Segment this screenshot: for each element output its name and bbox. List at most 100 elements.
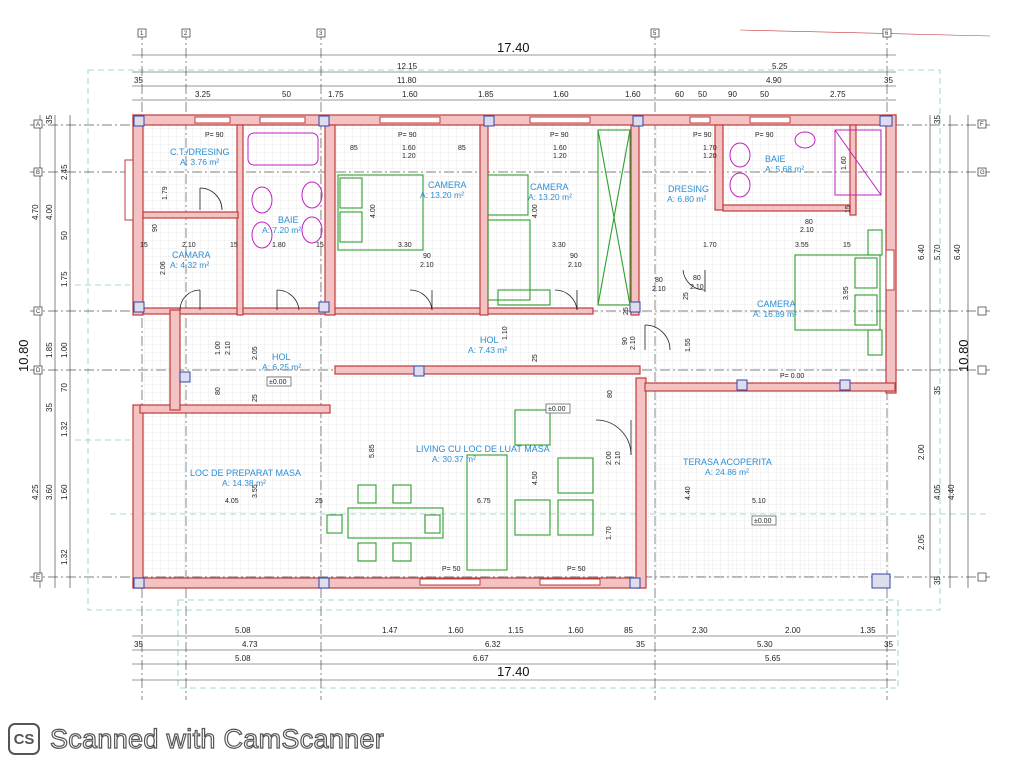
dim-text: 6.40 [953,244,962,260]
dim-text: 6.32 [485,640,501,649]
dim-text: 35 [884,640,893,649]
total-depth-right: 10.80 [956,339,971,372]
dim-text: 5.25 [772,62,788,71]
dim-text: 2.00 [917,444,926,460]
room-name: HOL [480,335,499,345]
room-area: A: 4.32 m² [170,260,209,270]
grid-label: D [36,368,41,374]
camscanner-logo-icon: CS [8,723,40,755]
dim-text: 5.08 [235,654,251,663]
level-value: ±0.00 [754,518,772,525]
dim-text: 90 [152,224,159,232]
dim-text: P= 90 [205,132,224,139]
dim-text: 2.10 [800,227,814,234]
room-name: HOL [272,352,291,362]
dim-text: 15 [843,242,851,249]
dim-text: P= 90 [550,132,569,139]
dim-text: 5.08 [235,626,251,635]
dim-text: 85 [458,145,466,152]
dim-text: 5.85 [369,444,376,458]
dim-text: 4.70 [31,204,40,220]
grid-marker-labels: 1 2 3 5 6 A B C D E F G [36,31,985,581]
dim-text: 4.25 [31,484,40,500]
dim-text: 2.10 [615,451,622,465]
dim-text: 90 [622,337,629,345]
watermark-text: Scanned with CamScanner [49,723,385,754]
dim-text: 15 [140,242,148,249]
grid-label: 3 [319,31,323,37]
dim-text: P= 50 [567,566,586,573]
dim-text: 2.10 [690,284,704,291]
dim-text: 2.10 [568,262,582,269]
dim-text: 4.40 [685,486,692,500]
dim-text: P= 50 [442,566,461,573]
dim-text: 35 [636,640,645,649]
room-area: A: 7.43 m² [468,345,507,355]
dim-text: 50 [60,231,69,240]
grid-label: A [36,122,40,128]
room-name: TERASA ACOPERITA [683,457,772,467]
dim-text: 3.95 [843,286,850,300]
dim-text: 35 [45,115,54,124]
dim-text: 12.15 [397,62,418,71]
dim-text: 3.25 [195,90,211,99]
dim-text: 80 [607,390,614,398]
dim-text: 2.00 [606,451,613,465]
dim-text: 1.60 [625,90,641,99]
room-name: CAMERA [757,299,796,309]
dim-text: 25 [252,394,259,402]
dim-text: 1.60 [568,626,584,635]
dim-text: 25 [623,307,630,315]
dim-text: 2.10 [420,262,434,269]
dim-text: 4.00 [370,204,377,218]
room-name: LOC DE PREPARAT MASA [190,468,301,478]
dim-text: 2.00 [785,626,801,635]
inner-dimensions: P= 90 P= 90 P= 90 P= 90 P= 90 85 1.60 1.… [140,132,852,573]
dim-text: 35 [134,640,143,649]
grid-markers [33,28,987,582]
dim-text: 1.75 [60,271,69,287]
dim-text: P= 90 [693,132,712,139]
left-dimensions: 35 2.45 4.70 4.00 50 1.75 1.00 1.85 70 3… [31,115,69,565]
room-area: A: 6.80 m² [667,194,706,204]
room-name: BAIE [765,154,786,164]
columns [133,115,893,589]
dim-text: P= 90 [398,132,417,139]
dim-text: 90 [570,253,578,260]
level-value: ±0.00 [269,379,287,386]
dim-text: 6.40 [917,244,926,260]
dim-text: 2.75 [830,90,846,99]
dim-text: 85 [350,145,358,152]
dim-text: 1.60 [553,145,567,152]
dim-text: 1.00 [60,342,69,358]
level-markers: ±0.00 ±0.00 ±0.00 [266,376,777,526]
dim-text: 35 [933,115,942,124]
dim-text: 35 [933,386,942,395]
dim-text: 4.05 [225,498,239,505]
room-area: A: 30.37 m² [432,454,476,464]
grid-label: 2 [184,31,188,37]
grid-label: C [36,309,41,315]
dim-text: 5.10 [752,498,766,505]
dim-text: 2.06 [160,261,167,275]
room-area: A: 5.68 m² [765,164,804,174]
dim-text: 11.80 [397,76,417,85]
dim-text: 1.20 [553,153,567,160]
dim-text: 3.60 [45,484,54,500]
dim-text: 1.60 [402,90,418,99]
room-name: CAMARA [172,250,211,260]
dim-text: 3.30 [552,242,566,249]
dim-text: 4.73 [242,640,258,649]
dim-text: 2.10 [652,286,666,293]
total-width-bottom: 17.40 [497,664,530,679]
dim-text: 15 [230,242,238,249]
dim-text: 1.10 [502,326,509,340]
total-width-top: 17.40 [497,40,530,55]
dim-text: 2.45 [60,164,69,180]
dim-text: 50 [698,90,707,99]
dim-text: 35 [134,76,143,85]
dim-text: 1.70 [703,145,717,152]
grid-label: 6 [885,31,889,37]
grid-label: B [36,170,40,176]
grid-label: G [980,170,985,176]
